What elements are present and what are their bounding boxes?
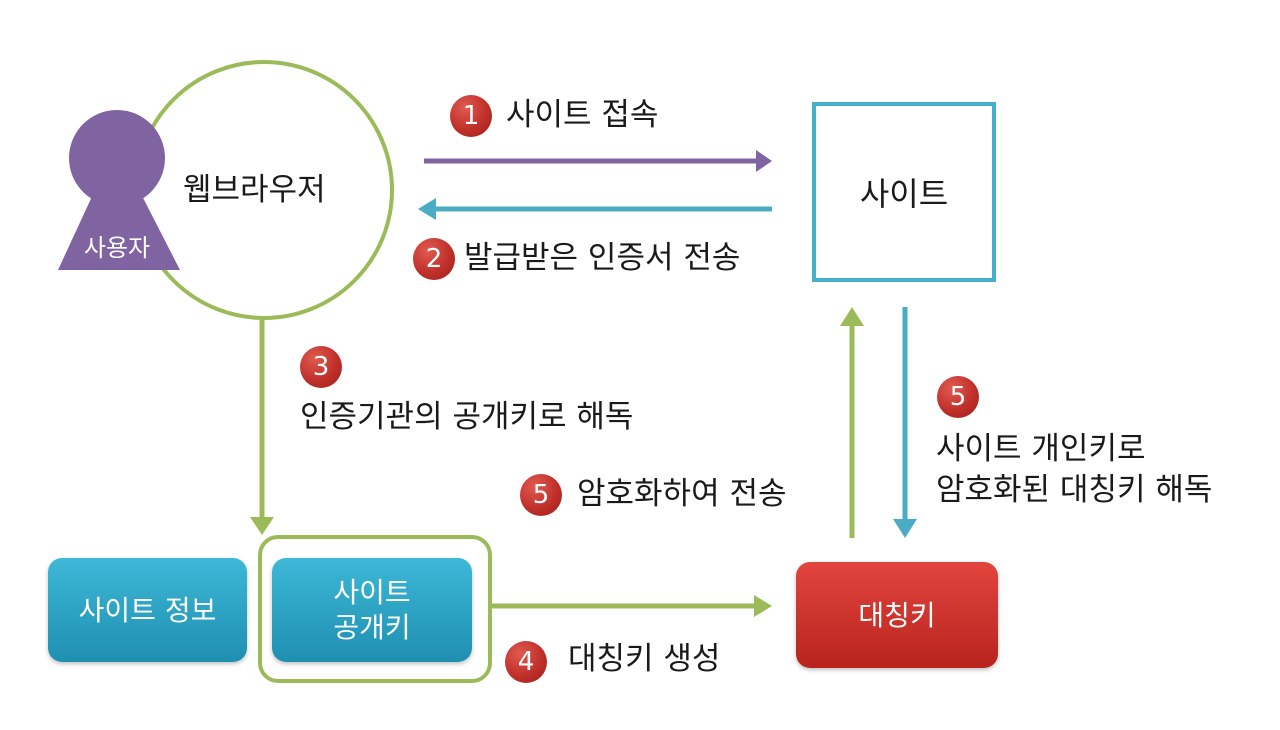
site-info-label: 사이트 정보 [78,593,217,627]
site-box: 사이트 [812,102,996,282]
user-icon [58,110,180,270]
arrow-site-to-symmetric-key [893,307,917,538]
step-2-label: 발급받은 인증서 전송 [464,240,741,276]
step-5-decrypt-badge: 5 [937,376,979,418]
public-key-frame [258,535,492,683]
step-5-encrypt-badge: 5 [520,474,562,516]
arrow-public-key-to-symmetric-key [490,595,772,617]
symmetric-key-box: 대칭키 [796,562,998,668]
arrow-site-to-browser [418,198,772,220]
step-1-label: 사이트 접속 [506,97,659,133]
arrow-browser-to-site [424,150,772,172]
step-5-encrypt-label: 암호화하여 전송 [577,476,787,512]
site-label: 사이트 [859,175,949,213]
step-3-label: 인증기관의 공개키로 해독 [300,399,634,435]
arrow-browser-to-public-key [250,320,274,535]
user-label: 사용자 [83,234,151,262]
site-public-key-box: 사이트 공개키 [272,558,472,662]
arrow-symmetric-key-to-site [840,307,864,538]
step-5-decrypt-label-line1: 사이트 개인키로 [936,431,1146,467]
site-public-key-label-line2: 공개키 [333,611,411,644]
site-info-box: 사이트 정보 [48,558,247,662]
browser-label: 웹브라우저 [183,172,326,208]
site-public-key-label-line1: 사이트 [333,576,411,609]
step-1-badge: 1 [450,95,492,137]
step-2-badge: 2 [413,238,455,280]
step-3-badge: 3 [300,346,342,388]
step-4-label: 대칭키 생성 [568,641,721,677]
symmetric-key-label: 대칭키 [858,598,936,632]
step-4-badge: 4 [505,641,547,683]
step-5-decrypt-label-line2: 암호화된 대칭키 해독 [936,472,1213,508]
